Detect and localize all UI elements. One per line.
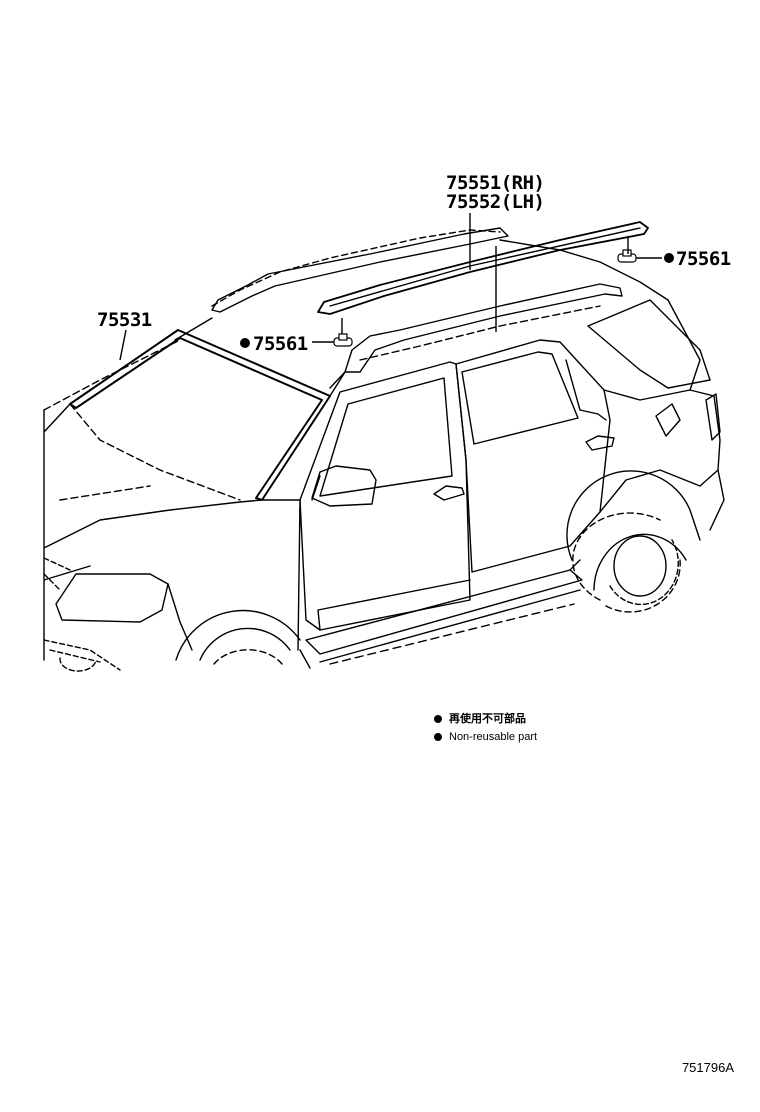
windshield-moulding	[69, 329, 331, 501]
callout-roof-rack-lh: 75552(LH)	[446, 191, 544, 213]
legend-japanese-text: 再使用不可部品	[449, 712, 526, 725]
callout-clip-left: 75561	[253, 333, 308, 355]
front-wheel	[213, 649, 283, 665]
grille	[43, 557, 121, 672]
rear-wheel-arch	[566, 470, 701, 591]
right-roof-rail	[344, 283, 623, 373]
legend-row-english: Non-reusable part	[434, 728, 537, 746]
body-lower	[299, 559, 581, 669]
taillamp	[705, 393, 721, 441]
dashed-contour-left	[43, 339, 181, 501]
headlamp	[55, 573, 169, 623]
dashed-contour-roof	[359, 305, 601, 361]
legend: 再使用不可部品 Non-reusable part	[434, 710, 537, 746]
front-fender	[167, 583, 301, 661]
bullet-icon	[434, 733, 442, 741]
side-step	[305, 569, 583, 663]
side-mirror	[311, 465, 377, 507]
legend-row-japanese: 再使用不可部品	[434, 710, 537, 728]
hood-crease	[69, 403, 241, 501]
non-reusable-dot-left	[240, 338, 250, 348]
clip-left	[333, 333, 353, 347]
legend-english-text: Non-reusable part	[449, 731, 538, 743]
rear-quarter-panel	[599, 469, 725, 531]
hood-outline	[43, 403, 263, 661]
callout-windshield-moulding: 75531	[97, 309, 152, 331]
figure-id: 751796A	[681, 1060, 734, 1075]
rear-hub	[613, 535, 667, 597]
callout-clip-right: 75561	[676, 248, 731, 270]
clip-right	[617, 249, 637, 263]
fuel-lid	[655, 403, 681, 437]
bullet-icon	[434, 715, 442, 723]
rear-quarter-glass	[587, 299, 711, 389]
left-roof-rail-solid	[211, 227, 509, 313]
roof-rack-rail	[317, 221, 649, 315]
rear-door	[455, 339, 615, 573]
rear-tire-inner	[609, 539, 679, 606]
roof-outline	[174, 239, 669, 389]
ground-line	[329, 603, 575, 665]
rear-body	[603, 299, 721, 471]
leader-windshield	[119, 329, 127, 361]
rear-wheel	[572, 512, 681, 613]
callout-roof-rack-rh: 75551(RH)	[446, 172, 544, 194]
non-reusable-dot-right	[664, 253, 674, 263]
